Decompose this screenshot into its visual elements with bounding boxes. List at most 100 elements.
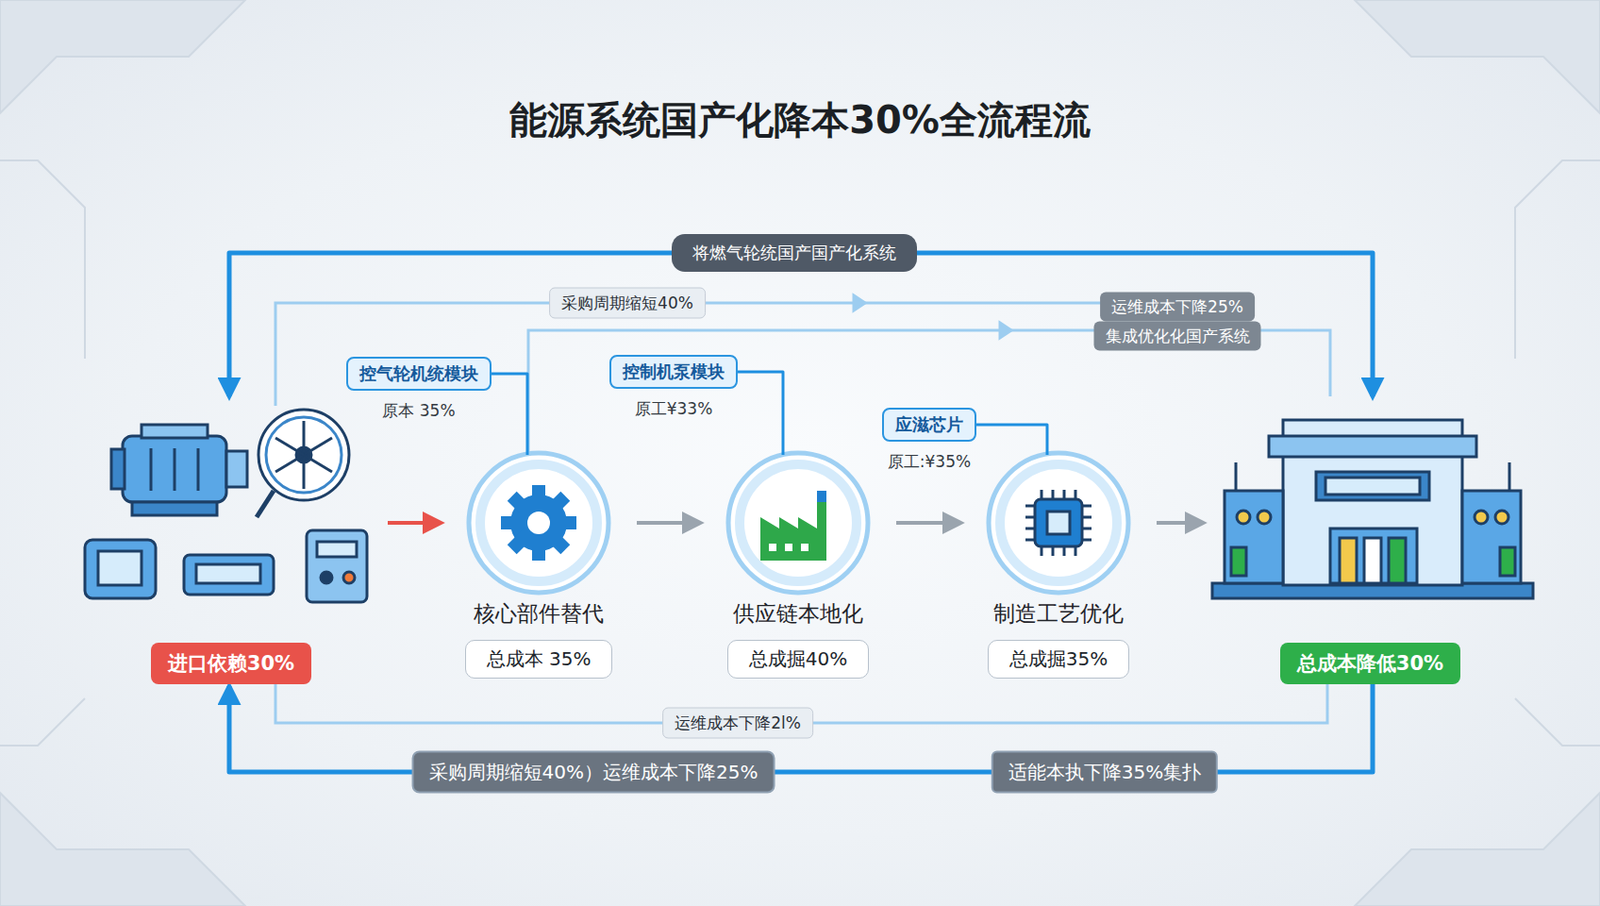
module-tag: 控气轮机统模块 — [346, 356, 492, 391]
flow-arrow — [1156, 520, 1203, 525]
gear-icon — [527, 511, 550, 534]
gear-icon — [507, 491, 570, 554]
chip-pins — [1051, 546, 1055, 556]
device-icons — [343, 571, 355, 584]
power-plant-icon — [1500, 547, 1516, 576]
stage-rings — [1000, 464, 1117, 582]
stage-rings — [468, 452, 1129, 593]
chip-pins — [1074, 546, 1078, 556]
callout-box: 控气轮机统模块原本 35% — [346, 356, 492, 422]
cost-pill: 总成本 35% — [465, 639, 614, 679]
edge-label: 将燃气轮统国产国产化系统 — [671, 233, 917, 272]
chip-pins — [1051, 489, 1055, 500]
device-icons — [320, 571, 333, 584]
power-plant-icon — [1236, 510, 1250, 524]
power-plant-icon — [1364, 537, 1382, 584]
fan-icon — [256, 490, 274, 517]
cost-note: 原本 35% — [382, 400, 455, 422]
chip-pins — [1082, 504, 1092, 508]
stage-rings — [480, 464, 598, 582]
power-plant-icon — [1330, 528, 1417, 584]
chip-pins — [1082, 516, 1092, 519]
chip-pins — [1025, 527, 1035, 531]
fan-icon — [258, 409, 350, 500]
stage-title: 核心部件替代 — [473, 599, 604, 629]
thin-flow-lines — [853, 295, 866, 311]
frame-decor — [1354, 792, 1600, 906]
motor-icon — [132, 501, 217, 516]
device-icons — [196, 564, 261, 584]
process-stage: 核心部件替代总成本 35% — [444, 451, 634, 679]
flow-arrow — [636, 520, 700, 525]
stage-title: 制造工艺优化 — [993, 599, 1124, 629]
cost-pill: 总成掘35% — [987, 639, 1130, 679]
power-plant-icon — [1462, 490, 1521, 584]
factory-icon — [760, 500, 827, 561]
power-plant-icon — [1224, 490, 1284, 584]
chip-pins — [1063, 546, 1067, 556]
frame-decor — [0, 698, 85, 746]
device-icons — [84, 530, 367, 602]
cost-value: 总成本 35% — [486, 647, 592, 670]
chip-pins — [1040, 546, 1044, 556]
power-plant-icon — [1316, 471, 1430, 500]
process-stage: 制造工艺优化总成掘35% — [964, 451, 1153, 679]
fan-icon — [303, 454, 333, 472]
power-plant-icon — [1339, 537, 1357, 584]
device-icons — [183, 554, 274, 595]
cost-value: 总成掘40% — [749, 647, 848, 670]
power-plant-icon — [1474, 510, 1488, 524]
metric-label: 运维成本下降25% — [1100, 292, 1255, 322]
stage-rings — [739, 464, 857, 582]
device-icons — [316, 541, 357, 557]
stage-rings — [728, 452, 868, 593]
power-plant-icon — [1231, 547, 1247, 576]
motor-icon — [141, 424, 208, 438]
status-group: 进口依赖30% — [80, 396, 383, 684]
power-plant-icon — [1495, 510, 1509, 524]
cost-note: 原工¥33% — [634, 398, 714, 420]
fan-icon — [266, 416, 342, 493]
chip-pins — [1025, 538, 1035, 542]
flow-arrow — [976, 424, 1048, 455]
diagram-title: 能源系统国产化降本30%全流程流 — [509, 94, 1091, 147]
motor-icon — [226, 450, 248, 487]
device-icons — [98, 550, 142, 585]
status-badge: 总成本降低30% — [1280, 642, 1461, 684]
frame-decor — [1515, 160, 1600, 359]
cost-note: 原工:¥35% — [887, 450, 971, 473]
power-plant-icon — [1212, 419, 1534, 599]
metric-label: 运维成本下降2l% — [662, 707, 814, 739]
thin-flow-lines — [275, 295, 1331, 723]
status-badge: 进口依赖30% — [150, 642, 312, 684]
factory-icon — [784, 543, 793, 551]
factory-icon — [760, 490, 827, 561]
module-tag: 控制机泵模块 — [609, 354, 738, 389]
power-plant-icon — [1268, 435, 1477, 457]
callout-box: 应滋芯片原工:¥35% — [882, 407, 977, 473]
thin-flow-lines — [1000, 322, 1012, 338]
stage-rings — [988, 452, 1129, 593]
motor-icon — [111, 449, 125, 489]
chip-pins — [1025, 504, 1035, 508]
frame-decor — [1515, 698, 1600, 746]
power-plant-icon — [1388, 537, 1406, 584]
flow-arrow — [229, 252, 1373, 397]
metric-label: 适能本执下降35%集扑 — [991, 750, 1218, 794]
flow-arrow — [491, 373, 528, 455]
stage-rings — [468, 452, 609, 593]
fan-icon — [256, 409, 350, 517]
chip-icon — [1034, 499, 1083, 547]
stage-title: 供应链本地化 — [733, 599, 864, 629]
metric-label: 采购周期缩短40% — [549, 287, 706, 319]
fan-icon — [275, 454, 304, 472]
status-group: 总成本降低30% — [1204, 396, 1536, 684]
motor-icon — [122, 435, 227, 502]
callout-box: 控制机泵模块原工¥33% — [609, 354, 738, 420]
power-plant-icon — [1508, 462, 1512, 491]
power-plant-icon — [1325, 477, 1420, 495]
motor-icon — [197, 448, 200, 491]
motor-icon — [173, 448, 177, 491]
